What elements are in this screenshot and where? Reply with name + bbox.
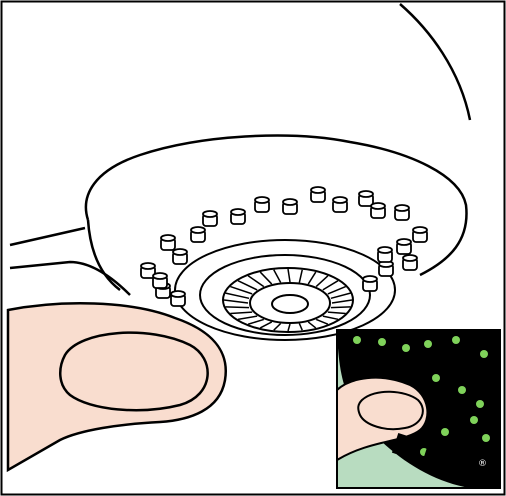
nozzle-dot [452, 336, 460, 344]
nozzle-dot [458, 386, 466, 394]
nozzle-spoke [273, 322, 282, 331]
nozzle-dot [480, 350, 488, 358]
inset-nozzle-dots [353, 336, 490, 456]
nozzle-spoke [247, 275, 265, 288]
spray-peg [358, 190, 374, 207]
nozzle-spoke [287, 268, 291, 283]
nozzle-spoke [330, 306, 351, 309]
nozzle-spoke [307, 321, 317, 329]
spray-peg [282, 198, 298, 215]
nozzle-spoke [298, 323, 303, 331]
nozzle-dot [432, 374, 440, 382]
nozzle-spokes [223, 268, 353, 332]
nozzle-dot [441, 428, 449, 436]
inset-panel: Rubit ® [336, 329, 501, 489]
nozzle-dot [424, 340, 432, 348]
nozzle-dot [420, 448, 428, 456]
nozzle-spoke [330, 292, 351, 300]
spray-peg [394, 204, 410, 221]
nozzle-spoke [315, 275, 329, 288]
inset-fingernail [357, 390, 424, 431]
nozzle-dot [402, 344, 410, 352]
spray-peg [396, 238, 412, 255]
spray-peg [254, 196, 270, 213]
spray-peg [362, 275, 378, 292]
nozzle-spoke [298, 269, 303, 283]
inset-finger [338, 376, 429, 461]
nozzle-spoke [247, 318, 265, 325]
spray-peg [370, 202, 386, 219]
spray-peg [230, 208, 246, 225]
spray-peg [332, 196, 348, 213]
nozzle-dot [470, 416, 478, 424]
nozzle-spoke [315, 318, 329, 325]
nozzle-dot [476, 400, 484, 408]
nozzle-spoke [327, 285, 346, 295]
spray-peg [378, 260, 394, 277]
shower-head-rim [84, 134, 468, 277]
nozzle-spoke [237, 315, 258, 321]
nozzle-spoke [327, 311, 346, 315]
spray-peg [152, 272, 168, 289]
nozzle-spoke [230, 311, 253, 315]
nozzle-spoke [237, 279, 258, 291]
shower-head-lower-rim [86, 219, 121, 291]
registered-mark: ® [478, 459, 487, 469]
spray-peg [412, 226, 428, 243]
spray-peg [377, 246, 393, 263]
nozzle-face [174, 239, 396, 341]
spray-pegs [140, 186, 428, 307]
nozzle-spoke [259, 321, 273, 329]
nozzle-center [271, 294, 309, 314]
nozzle-spoke [225, 292, 250, 300]
nozzle-spoke [307, 271, 317, 285]
nozzle-spoke [223, 299, 249, 304]
nozzle-spoke [230, 285, 253, 295]
nozzle-spoke [225, 306, 250, 309]
spray-peg [140, 262, 156, 279]
spray-peg [310, 186, 326, 203]
nozzle-spoke [287, 323, 291, 332]
spray-peg [402, 254, 418, 271]
spray-peg [202, 210, 218, 227]
nozzle-spoke [322, 280, 339, 291]
shower-head [9, 3, 472, 296]
handle [9, 226, 131, 296]
nozzle-spoke [331, 299, 353, 304]
shower-head-top-edge [399, 3, 472, 121]
nozzle-dot [378, 338, 386, 346]
spray-peg [160, 234, 176, 251]
nozzle-dot [353, 336, 361, 344]
nozzle-spoke [273, 269, 282, 283]
spray-peg [190, 226, 206, 243]
nozzle-spoke [322, 315, 339, 321]
nozzle-spoke [259, 271, 273, 285]
finger [6, 302, 228, 473]
fingernail [59, 331, 209, 412]
spray-peg [172, 248, 188, 265]
spray-peg [170, 290, 186, 307]
nozzle-dot [482, 434, 490, 442]
